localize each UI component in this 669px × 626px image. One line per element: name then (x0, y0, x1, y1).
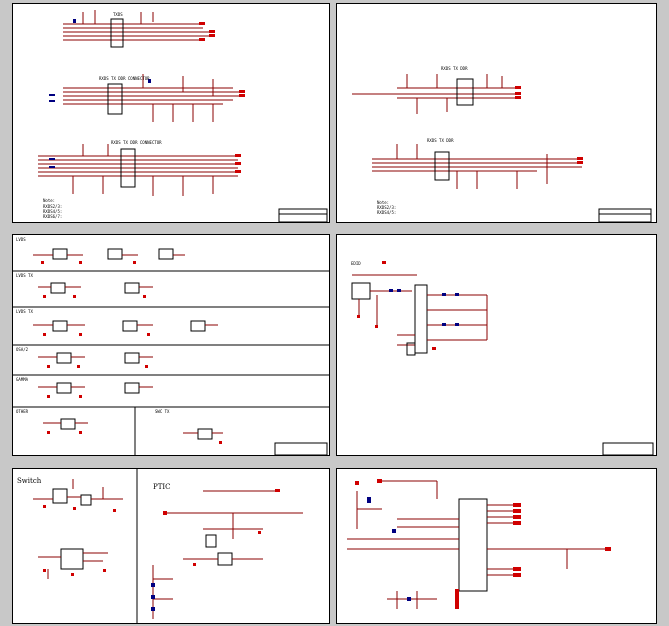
note-line-1: RXDS2/3: (43, 204, 62, 209)
schematic-sheet-3[interactable]: LVDS LVDS TX LVDS TX OSA/2 GAMMA OTHER S… (12, 234, 330, 456)
sheet-1-drawing: TXDS RXDS TX DDR CONNECTOR RXDS TX DDR C… (38, 10, 328, 222)
title-block (278, 208, 328, 222)
note-label: Note: (43, 198, 55, 203)
note-line-1: RXDS2/3: (377, 205, 396, 210)
heading-switch: Switch (17, 477, 42, 485)
heading-swc-tx: SWC TX (155, 409, 170, 414)
sheet-4-drawing: EDID (351, 261, 654, 455)
heading-lvds: LVDS (16, 237, 26, 242)
heading-edid: EDID (351, 261, 361, 266)
title-block (598, 208, 652, 222)
schematic-sheet-1[interactable]: TXDS RXDS TX DDR CONNECTOR RXDS TX DDR C… (12, 3, 330, 223)
heading-rxds-1: RXDS TX DDR CONNECTOR (99, 76, 150, 81)
note-line-2: RXDS4/5: (377, 210, 396, 215)
heading-rxds-2: RXDS TX DDR CONNECTOR (111, 140, 162, 145)
heading-lvds-tx-1: LVDS TX (16, 273, 33, 278)
heading-rxds-2: RXDS TX DDR (427, 138, 454, 143)
sheet-5-drawing: Switch PTIC (17, 469, 303, 623)
sheet-2-drawing: RXDS TX DDR RXDS TX DDR Note: RXDS2/3: R… (352, 66, 652, 222)
sheet-3-drawing: LVDS LVDS TX LVDS TX OSA/2 GAMMA OTHER S… (13, 237, 329, 455)
heading-txds: TXDS (113, 12, 123, 17)
schematic-sheet-5[interactable]: Switch PTIC (12, 468, 330, 624)
sheet-6-drawing (347, 479, 611, 609)
heading-rxds-1: RXDS TX DDR (441, 66, 468, 71)
heading-osa: OSA/2 (16, 347, 29, 352)
note-line-2: RXDS4/5: (43, 209, 62, 214)
title-block (274, 442, 328, 455)
heading-other: OTHER (16, 409, 29, 414)
schematic-sheet-6[interactable] (336, 468, 657, 624)
title-block (602, 442, 654, 455)
heading-gamma: GAMMA (16, 377, 29, 382)
schematic-sheet-4[interactable]: EDID (336, 234, 657, 456)
note-label: Note: (377, 200, 389, 205)
heading-lvds-tx-2: LVDS TX (16, 309, 33, 314)
heading-ptic: PTIC (153, 483, 171, 491)
schematic-sheet-2[interactable]: RXDS TX DDR RXDS TX DDR Note: RXDS2/3: R… (336, 3, 657, 223)
note-line-3: RXDS6/7: (43, 214, 62, 219)
